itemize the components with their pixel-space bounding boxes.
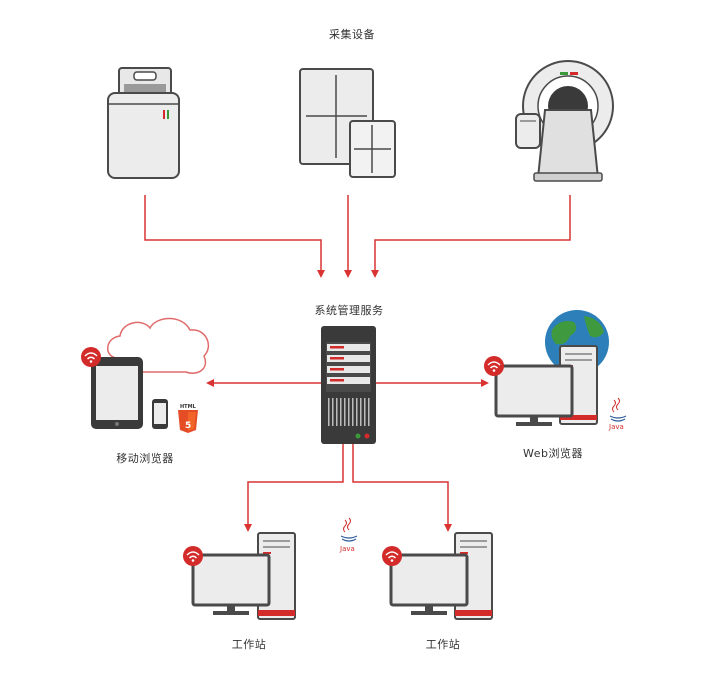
- tablet-icon: [91, 357, 143, 429]
- html5-label: HTML: [180, 404, 197, 410]
- wifi-icon: [484, 356, 504, 376]
- flat-panel-detector-icon: [299, 68, 396, 178]
- workstation-left: [183, 532, 296, 620]
- monitor-icon: [494, 364, 574, 426]
- wifi-icon: [81, 347, 101, 367]
- acquisition-devices-label: 采集设备: [329, 28, 375, 41]
- monitor-icon: [191, 553, 271, 607]
- html5-icon: [178, 410, 198, 433]
- html5-number: 5: [185, 421, 191, 431]
- web-browser-label: Web浏览器: [523, 447, 583, 460]
- workstation-right-label: 工作站: [425, 638, 461, 651]
- monitor-icon: [389, 553, 469, 607]
- film-printer-icon: [107, 67, 180, 179]
- server-rack-icon: [321, 326, 376, 444]
- smartphone-icon: [152, 399, 168, 429]
- server-label: 系统管理服务: [314, 304, 384, 317]
- arrow-ct-to-server: [371, 195, 571, 278]
- arrow-printer-to-server: [144, 195, 325, 278]
- ct-scanner-icon: [515, 60, 614, 182]
- java-label-center: Java: [339, 545, 355, 553]
- java-logo-icon: Java: [608, 397, 627, 431]
- workstation-left-label: 工作站: [231, 638, 267, 651]
- java-logo-icon: Java: [339, 517, 358, 553]
- java-label-right: Java: [608, 423, 624, 431]
- arrow-server-to-workstation-left: [244, 444, 344, 532]
- workstation-right: [382, 532, 493, 620]
- mobile-browser-label: 移动浏览器: [116, 452, 174, 465]
- arrow-server-to-workstation-right: [352, 444, 452, 532]
